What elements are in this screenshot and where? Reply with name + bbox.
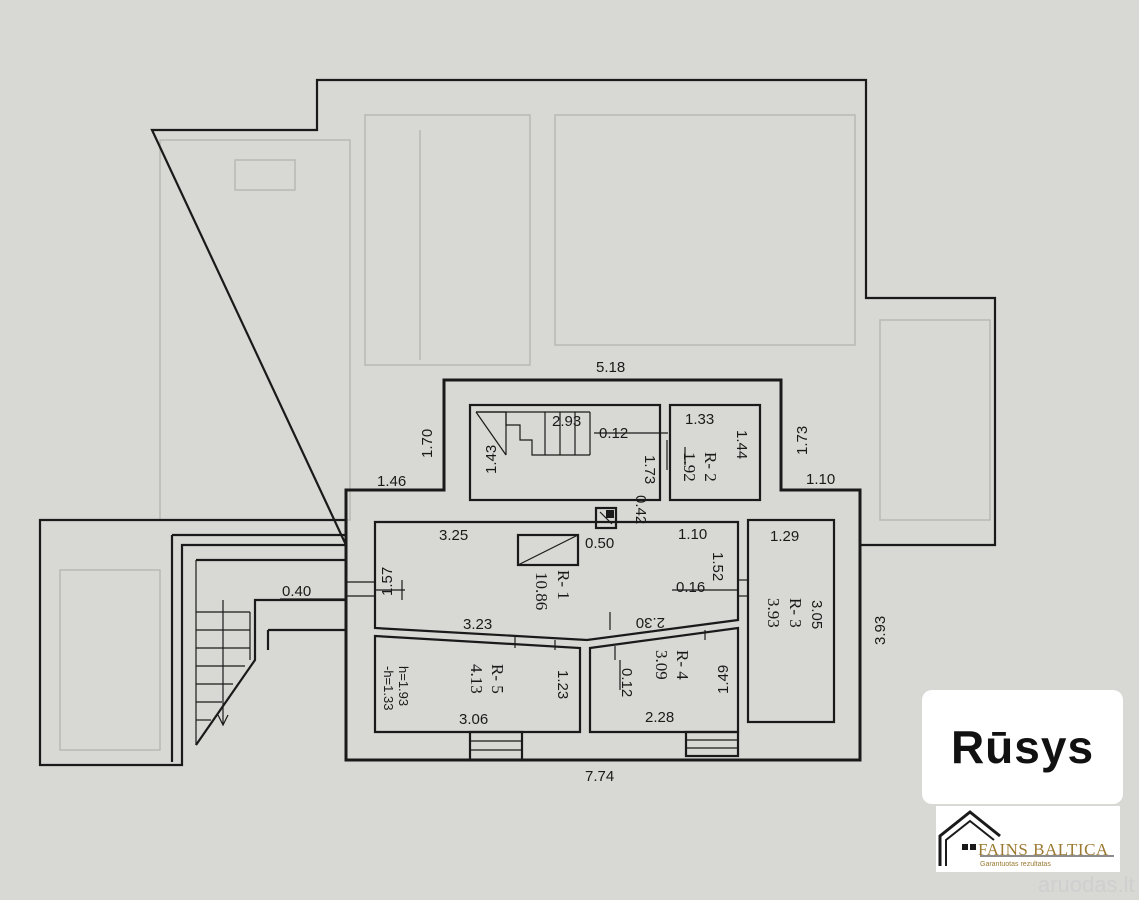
dim-right-upper: 1.73 <box>794 426 811 455</box>
dim-wall-040: 0.40 <box>282 583 311 600</box>
company-name: FAINS BALTICA <box>978 840 1109 859</box>
dim-r1-right-top: 1.10 <box>678 526 707 543</box>
room-r1-outline <box>373 520 740 642</box>
dim-r3-right: 3.05 <box>808 600 825 629</box>
room-r5-outline <box>373 634 582 734</box>
dim-r4-wall: 0.12 <box>618 668 635 697</box>
dim-stair-depth: 1.43 <box>483 445 500 474</box>
dim-r3-top: 1.29 <box>770 528 799 545</box>
dim-r1-top: 3.25 <box>439 527 468 544</box>
window-r1 <box>516 533 580 567</box>
house-logo-icon <box>938 810 1114 866</box>
bottom-steps <box>468 730 740 762</box>
room-r5-area: 4.13 <box>467 664 486 694</box>
dim-r1-bottom-left: 3.23 <box>463 616 492 633</box>
stair-room <box>468 403 668 502</box>
dimension-marks <box>280 447 739 690</box>
dim-chimney-h: 0.42 <box>632 495 649 524</box>
room-r4-area: 3.09 <box>652 650 671 680</box>
dim-stair-width: 2.93 <box>552 413 581 430</box>
room-r2-label: R- 2 <box>701 452 720 482</box>
watermark-text: aruodas.lt <box>1038 872 1135 897</box>
dim-r2-top: 1.33 <box>685 411 714 428</box>
lower-floor-ghost <box>59 114 991 751</box>
dim-r1-right: 1.52 <box>709 552 726 581</box>
chimney <box>594 506 618 530</box>
dim-wall-016: 0.16 <box>676 579 705 596</box>
room-r2-area: 1.92 <box>680 452 699 482</box>
dim-left-step: 1.46 <box>377 473 406 490</box>
dim-corridor-len: 1.73 <box>641 455 658 484</box>
room-r5-height-1: -h=1.33 <box>381 666 396 710</box>
rusys-badge-text: Rūsys <box>950 721 1095 773</box>
exterior-stair <box>170 533 348 762</box>
dim-right-step: 1.10 <box>806 471 835 488</box>
dim-corridor-gap: 0.12 <box>599 425 628 442</box>
dim-r5-right: 1.23 <box>554 670 571 699</box>
dim-right-side: 3.93 <box>872 616 889 645</box>
dim-r1-left: 1.57 <box>379 567 396 596</box>
attic-outline <box>38 78 997 767</box>
rusys-badge: Rūsys <box>922 690 1123 804</box>
room-r3-area: 3.93 <box>764 598 783 628</box>
room-r3-outline <box>746 518 836 724</box>
dim-chimney-w: 0.50 <box>585 535 614 552</box>
room-r5-label: R- 5 <box>488 664 507 694</box>
dim-bottom-width: 7.74 <box>585 768 614 785</box>
room-r4-label: R- 4 <box>673 650 692 680</box>
dim-r1-bottom-right: 2.30 <box>636 614 665 631</box>
fains-baltica-logo: FAINS BALTICA Garantuotas rezultatas <box>936 806 1120 872</box>
room-r1-area: 10.86 <box>532 572 551 610</box>
room-r2-outline <box>668 403 762 502</box>
dim-r4-right: 1.49 <box>715 665 732 694</box>
dim-r4-bottom: 2.28 <box>645 709 674 726</box>
dim-left-upper: 1.70 <box>419 429 436 458</box>
dim-top-width: 5.18 <box>596 359 625 376</box>
room-r3-label: R- 3 <box>786 598 805 628</box>
dim-r2-right: 1.44 <box>733 430 750 459</box>
room-r5-height-2: h=1.93 <box>396 666 411 706</box>
room-r1-label: R- 1 <box>554 570 573 600</box>
dim-r5-bottom: 3.06 <box>459 711 488 728</box>
company-tagline: Garantuotas rezultatas <box>980 861 1051 868</box>
